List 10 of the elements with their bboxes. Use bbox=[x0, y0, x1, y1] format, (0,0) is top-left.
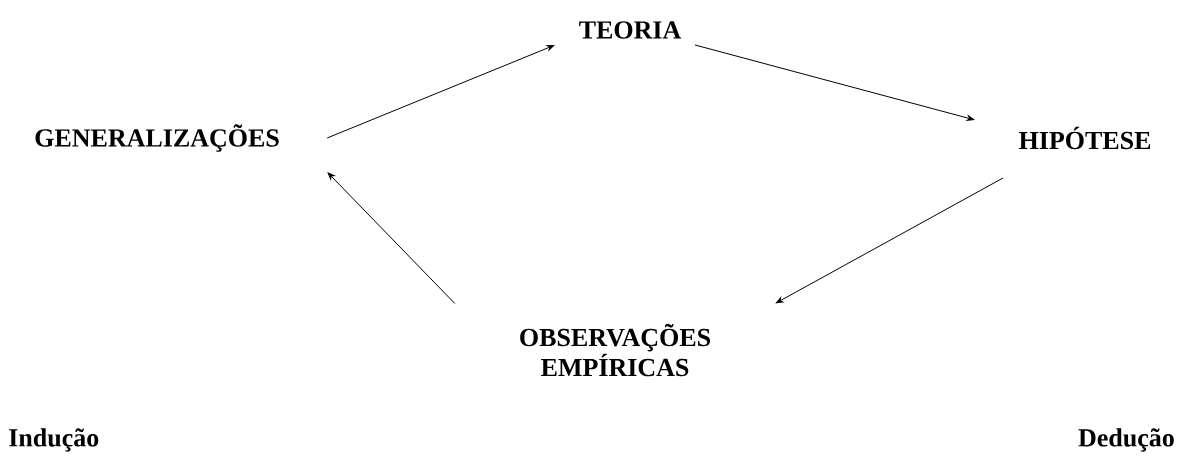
concept-label: HIPÓTESE bbox=[1018, 126, 1151, 150]
arrow bbox=[326, 45, 555, 139]
concept-label: TEORIA bbox=[579, 21, 682, 39]
method-label: Dedução bbox=[1078, 428, 1174, 452]
method-label: Indução bbox=[9, 428, 99, 452]
arrow bbox=[775, 177, 1004, 304]
arrow bbox=[694, 44, 975, 121]
arrow bbox=[327, 172, 456, 304]
concept-label: OBSERVAÇÕES EMPÍRICAS bbox=[520, 323, 710, 377]
concept-label: GENERALIZAÇÕES bbox=[35, 124, 279, 152]
